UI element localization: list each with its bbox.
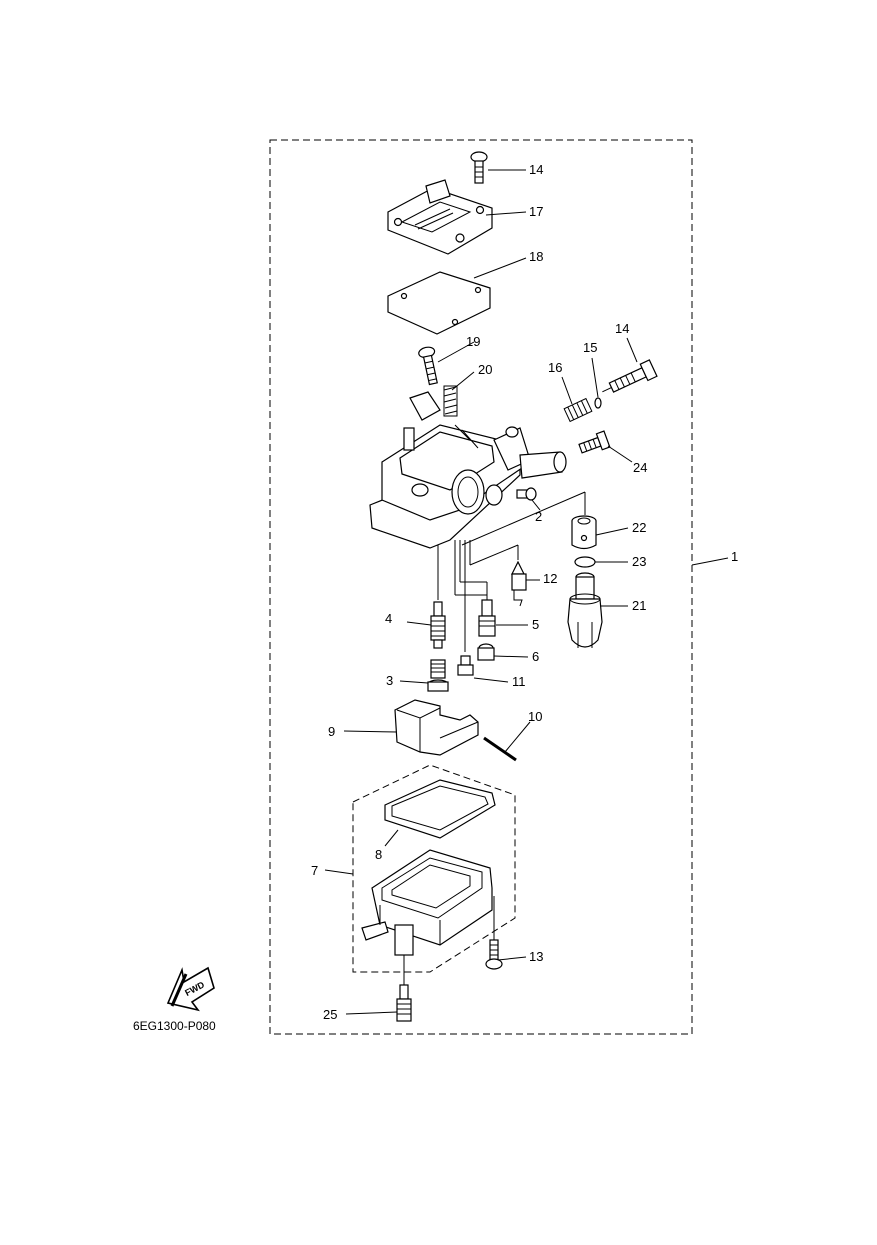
o-ring-part [594,397,602,409]
callout-6: 6 [532,649,539,664]
collar-part [571,515,597,550]
spring-part [563,397,593,423]
callout-4: 4 [385,611,392,626]
callout-2: 2 [535,509,542,524]
jet-part [457,655,474,676]
screw-part [485,896,503,970]
adjuster-screw-part [602,359,658,393]
gasket-part [387,271,491,335]
callout-numbers: 14 17 18 19 20 16 15 14 24 2 22 1 23 12 … [311,162,738,1022]
screw-part [578,430,611,454]
callout-3: 3 [386,673,393,688]
callout-16: 15 [583,340,597,355]
needle-valve-part [511,560,527,607]
plunger-part [567,572,603,648]
callout-12: 12 [543,571,557,586]
callout-24: 23 [632,554,646,569]
callout-14-top: 14 [529,162,543,177]
callout-18: 17 [529,204,543,219]
callout-7: 7 [311,863,318,878]
callout-11: 11 [512,674,526,689]
callout-10: 10 [528,709,542,724]
spring-part [443,385,458,417]
nozzle-part [430,601,446,649]
float-part [394,699,479,756]
screw-part [516,487,537,501]
callout-15: 14 [615,321,629,336]
fwd-arrow-icon: FWD [166,966,215,1012]
callout-19: 18 [529,249,543,264]
callout-17: 16 [548,360,562,375]
screw-part [470,151,488,184]
callout-13: 25 [323,1007,337,1022]
callout-22: 21 [632,598,646,613]
callout-23: 22 [632,520,646,535]
jet-part [427,659,449,692]
float-bowl-part [361,849,493,956]
callout-5: 5 [532,617,539,632]
screw-part [418,346,438,386]
passage-lines [437,491,586,652]
callout-20: 19 [466,334,480,349]
carburetor-body-part [369,391,567,549]
callout-1: 1 [731,549,738,564]
callout-21: 20 [478,362,492,377]
drain-screw-part [396,955,412,1022]
callout-9: 9 [328,724,335,739]
assembly-boundary [269,139,693,1035]
drawing-code: 6EG1300-P080 [133,1019,216,1033]
callout-25: 24 [633,460,647,475]
o-ring-part [574,556,596,568]
cover-plate-part [387,179,493,255]
bowl-gasket-part [384,779,496,839]
leader-lines [324,169,729,1015]
plug-part [477,643,495,661]
callout-14-bottom: 13 [529,949,543,964]
jet-part [478,599,496,637]
float-chamber-group-boundary [352,764,516,973]
pin-part [483,736,517,762]
callout-8: 8 [375,847,382,862]
